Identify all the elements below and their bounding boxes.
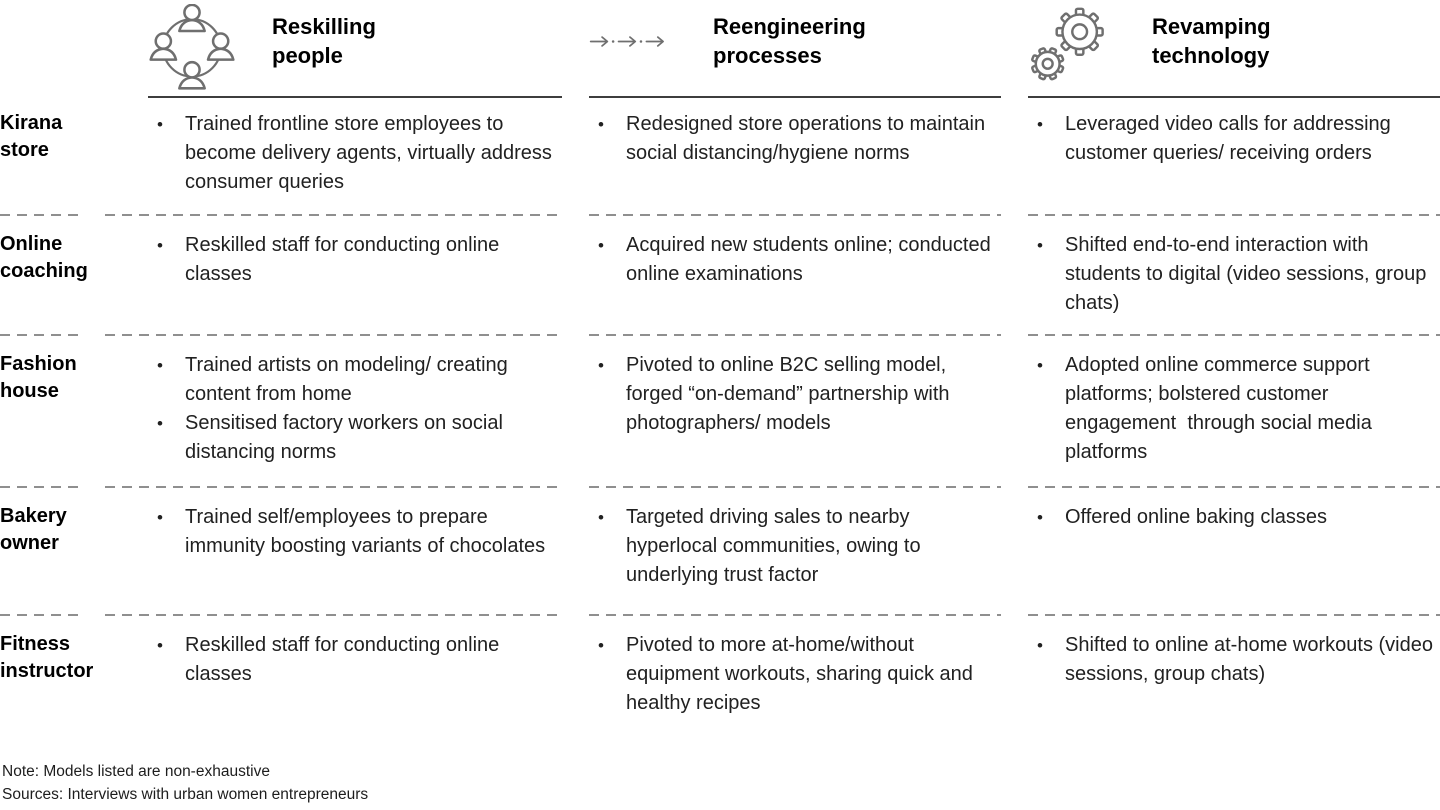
column-title-reengineering: Reengineering processes bbox=[713, 14, 866, 68]
list-item: Reskilled staff for conducting online cl… bbox=[148, 631, 562, 689]
row-label: Fashion house bbox=[0, 353, 77, 402]
table-row-online-coaching: Online coaching Reskilled staff for cond… bbox=[0, 216, 1440, 334]
row-label: Online coaching bbox=[0, 233, 88, 282]
row-label: Fitness instructor bbox=[0, 633, 94, 682]
note-text: Note: Models listed are non-exhaustive bbox=[2, 763, 270, 780]
table-row-fitness-instructor: Fitness instructor Reskilled staff for c… bbox=[0, 616, 1440, 736]
list-item: Trained self/employees to prepare immuni… bbox=[148, 503, 562, 561]
list-item: Trained frontline store employees to bec… bbox=[148, 110, 562, 197]
row-separator bbox=[0, 614, 1440, 616]
list-item: Trained artists on modeling/ creating co… bbox=[148, 351, 562, 409]
list-item: Adopted online commerce support platform… bbox=[1028, 351, 1440, 467]
header-spacer bbox=[0, 0, 121, 98]
row-separator bbox=[0, 214, 1440, 216]
process-arrows-icon bbox=[589, 0, 713, 56]
table-row-bakery-owner: Bakery owner Trained self/employees to p… bbox=[0, 488, 1440, 614]
list-item: Shifted end-to-end interaction with stud… bbox=[1028, 231, 1440, 318]
column-title-revamping: Revamping technology bbox=[1152, 14, 1271, 68]
sources-text: Sources: Interviews with urban women ent… bbox=[2, 786, 369, 803]
column-header-revamping: Revamping technology bbox=[1028, 0, 1440, 98]
list-item: Targeted driving sales to nearby hyperlo… bbox=[589, 503, 1001, 590]
list-item: Acquired new students online; conducted … bbox=[589, 231, 1001, 289]
list-item: Reskilled staff for conducting online cl… bbox=[148, 231, 562, 289]
table-header-row: Reskilling people Reengineering processe… bbox=[0, 0, 1440, 98]
row-label: Kirana store bbox=[0, 112, 63, 161]
list-item: Redesigned store operations to maintain … bbox=[589, 110, 1001, 168]
list-item: Sensitised factory workers on social dis… bbox=[148, 409, 562, 467]
row-label: Bakery owner bbox=[0, 505, 67, 554]
table-row-kirana-store: Kirana store Trained frontline store emp… bbox=[0, 95, 1440, 214]
list-item: Pivoted to more at-home/without equipmen… bbox=[589, 631, 1001, 718]
column-header-reskilling: Reskilling people bbox=[148, 0, 562, 98]
table-row-fashion-house: Fashion house Trained artists on modelin… bbox=[0, 336, 1440, 486]
list-item: Pivoted to online B2C selling model, for… bbox=[589, 351, 1001, 438]
people-circle-icon bbox=[148, 0, 272, 95]
list-item: Offered online baking classes bbox=[1028, 503, 1440, 532]
column-header-reengineering: Reengineering processes bbox=[589, 0, 1001, 98]
list-item: Leveraged video calls for addressing cus… bbox=[1028, 110, 1440, 168]
row-separator bbox=[0, 334, 1440, 336]
footnotes: Note: Models listed are non-exhaustive S… bbox=[2, 760, 368, 806]
row-separator bbox=[0, 486, 1440, 488]
list-item: Shifted to online at-home workouts (vide… bbox=[1028, 631, 1440, 689]
column-title-reskilling: Reskilling people bbox=[272, 14, 376, 68]
gears-icon bbox=[1028, 0, 1152, 96]
